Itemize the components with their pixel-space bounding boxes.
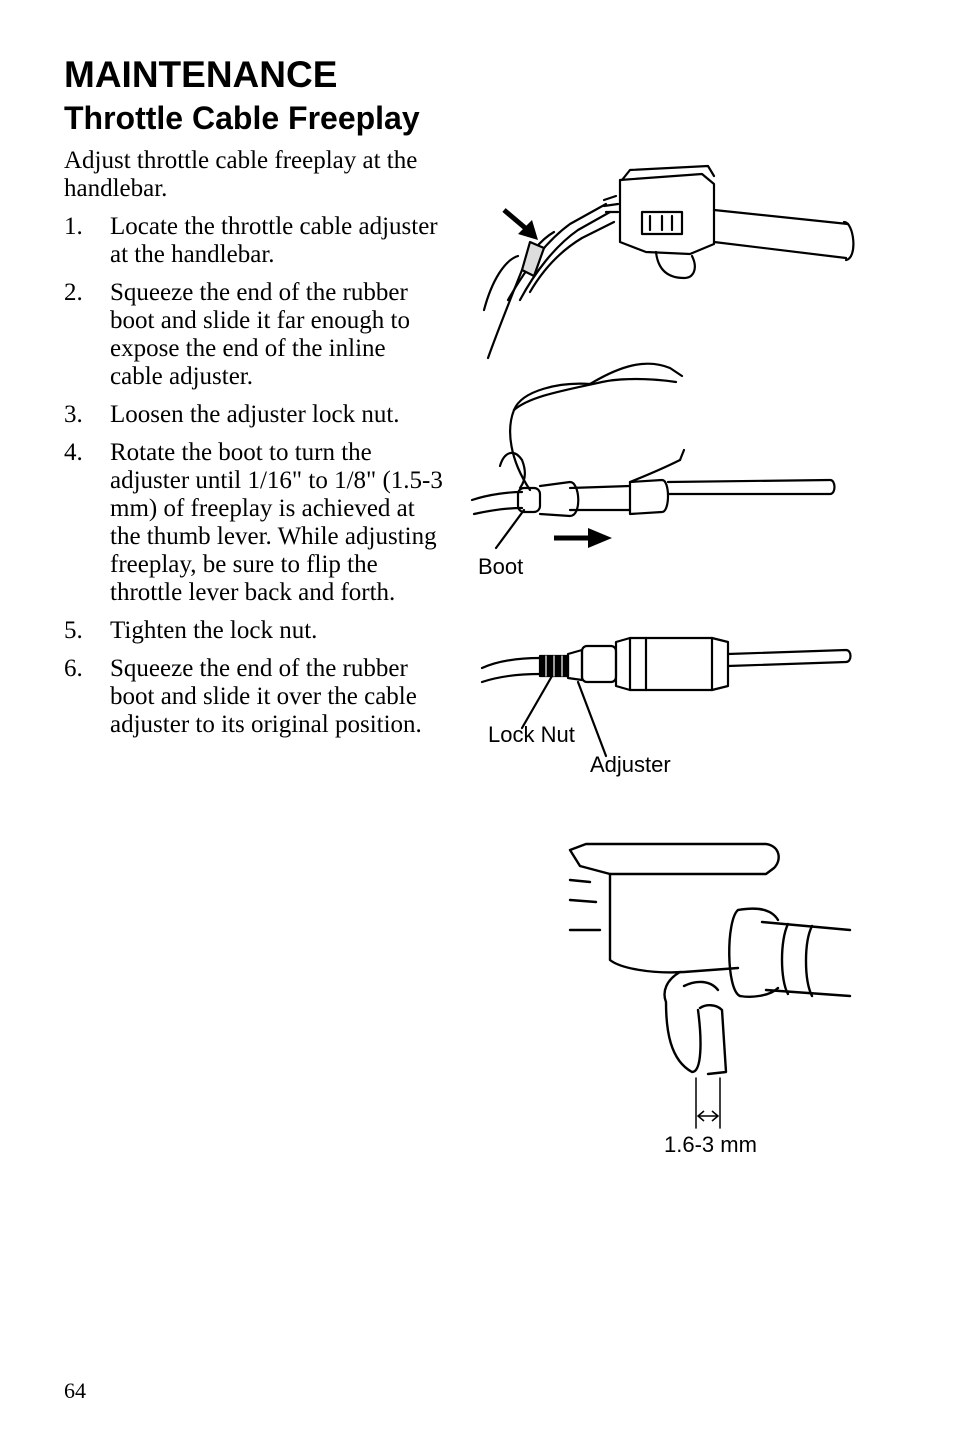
cable <box>518 210 612 302</box>
thumb <box>628 458 682 484</box>
step-item: 6. Squeeze the end of the rubber boot an… <box>64 655 444 739</box>
pointer-arrow-icon <box>502 208 538 240</box>
boot <box>538 480 580 518</box>
hand-boot-illustration <box>470 362 836 550</box>
step-text: Tighten the lock nut. <box>110 617 318 644</box>
thumb-lever <box>654 250 696 280</box>
boot-label: Boot <box>478 554 523 579</box>
freeplay-label: 1.6-3 mm <box>664 1132 757 1157</box>
switch-block <box>640 210 684 236</box>
step-text: Squeeze the end of the rubber boot and s… <box>110 279 410 390</box>
grip <box>760 920 852 998</box>
adjuster-illustration <box>480 636 852 758</box>
lock-nut-label: Lock Nut <box>488 722 575 747</box>
throttle-housing <box>618 172 716 256</box>
thumb-lever-illustration <box>568 842 852 1129</box>
cable-sheath <box>726 648 852 668</box>
intro-text: Adjust throttle cable freeplay at the ha… <box>64 147 418 202</box>
cable-sheath <box>666 478 836 496</box>
illustrations: Boot Lock Nut Adjuster 1.6-3 mm <box>470 164 855 1157</box>
cable-adjuster <box>520 240 546 278</box>
step-number: 3. <box>64 401 83 428</box>
boot-ribs <box>628 636 714 692</box>
step-number: 2. <box>64 279 83 306</box>
step-text: Loosen the adjuster lock nut. <box>110 401 400 428</box>
fingertip <box>498 451 526 490</box>
page-number: 64 <box>64 1378 86 1403</box>
grip-end <box>842 220 855 262</box>
step-text: Squeeze the end of the rubber boot and s… <box>110 655 422 738</box>
boot-collar <box>628 478 670 516</box>
step-item: 5. Tighten the lock nut. <box>64 617 444 645</box>
boot <box>614 636 730 692</box>
step-number: 1. <box>64 213 83 240</box>
hand-outline <box>509 382 592 492</box>
step-number: 5. <box>64 617 83 644</box>
lock-nut-leader-line <box>520 674 554 730</box>
grip-ribs <box>780 922 814 998</box>
handlebar-illustration <box>482 164 855 360</box>
cable <box>470 490 524 502</box>
housing-top <box>568 842 780 876</box>
finger <box>512 377 678 412</box>
step-item: 2. Squeeze the end of the rubber boot an… <box>64 279 444 391</box>
thread-marks <box>545 655 563 677</box>
step-item: 3. Loosen the adjuster lock nut. <box>64 401 444 429</box>
step-item: 4. Rotate the boot to turn the adjuster … <box>64 439 444 607</box>
cable <box>506 202 608 302</box>
throttle-housing-top <box>620 164 716 182</box>
switch-detail <box>648 214 674 232</box>
step-list: 1. Locate the throttle cable adjuster at… <box>64 213 444 749</box>
housing-body <box>608 872 740 974</box>
adjuster <box>580 644 618 684</box>
adjuster-leader-line <box>576 680 608 758</box>
step-text: Rotate the boot to turn the adjuster unt… <box>110 439 443 606</box>
cable <box>528 220 616 294</box>
fork-line <box>482 254 520 312</box>
cable <box>480 656 542 670</box>
boot-body <box>568 484 632 512</box>
slide-direction-arrow-icon <box>554 528 612 548</box>
step-number: 4. <box>64 439 83 466</box>
adjuster-label: Adjuster <box>590 752 671 777</box>
lever-pivot <box>682 980 720 992</box>
adjuster-nut <box>566 648 584 682</box>
step-number: 6. <box>64 655 83 682</box>
step-item: 1. Locate the throttle cable adjuster at… <box>64 213 444 269</box>
page-title: Throttle Cable Freeplay <box>64 100 420 136</box>
grip <box>712 208 850 260</box>
thumb-lever <box>663 970 702 1074</box>
dimension-arrow-icon <box>696 1110 720 1122</box>
step-text: Locate the throttle cable adjuster at th… <box>110 213 438 268</box>
finger <box>588 362 684 386</box>
grip-end <box>728 908 742 998</box>
lever-rest <box>698 1004 728 1076</box>
cable <box>472 506 524 516</box>
wire-ends <box>602 194 620 214</box>
wrist <box>678 448 686 462</box>
cable <box>480 672 542 684</box>
section-title: MAINTENANCE <box>64 54 338 95</box>
wires <box>568 878 602 932</box>
boot-leader-line <box>494 508 526 550</box>
